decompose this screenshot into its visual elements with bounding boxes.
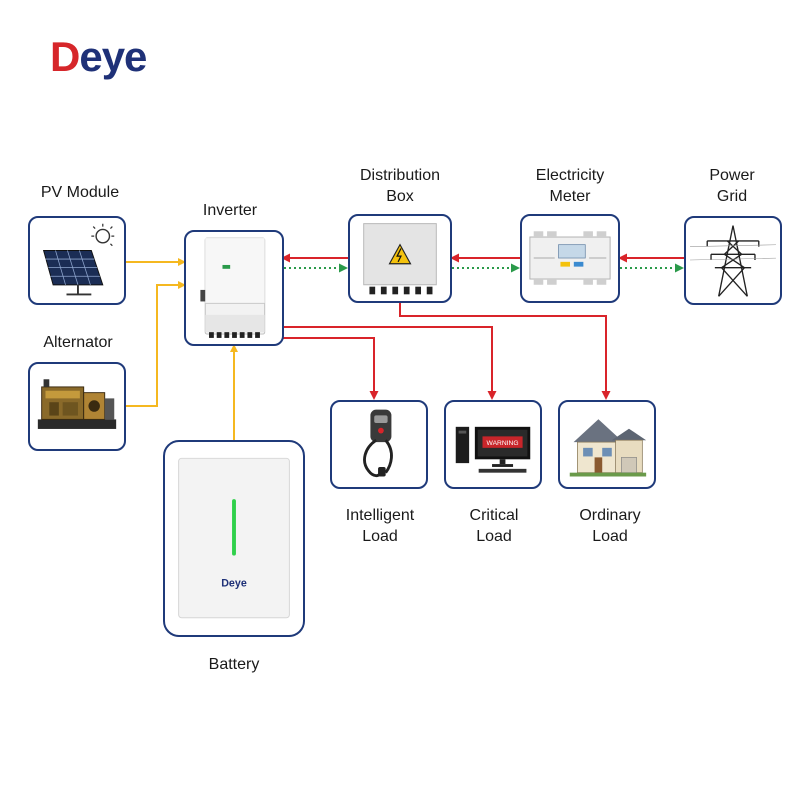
distribution-box [348,214,452,303]
battery-label: Battery [208,656,260,673]
computer-icon: WARNING [455,426,531,473]
intelligent-load-label: Intelligent Load [345,507,415,545]
alternator-to-inverter-line [126,281,186,407]
inverter-icon [200,237,266,338]
battery-box: Deye [163,440,305,637]
pv-module-box [28,216,126,305]
power-grid-label: Power Grid [709,167,755,205]
power-grid-box [684,216,782,305]
house-icon [569,419,647,477]
generator-icon [37,379,117,429]
ev-charger-icon [363,409,393,477]
inverter-to-critical-load-line [284,326,497,400]
distbox-to-ordinary-load-line [399,303,611,400]
ordinary-load-label: Ordinary Load [579,507,641,545]
monitor-warning-text: WARNING [487,440,519,447]
critical-load-box: WARNING [444,400,542,489]
solar-panel-icon [42,223,115,296]
deye-logo: Deye [50,33,147,80]
distribution-box-label: Distribution Box [359,167,441,205]
inverter-to-intelligent-load-line [276,337,379,400]
pv-module-label: PV Module [40,184,120,201]
energy-meter-icon [529,231,611,285]
electricity-meter-label: Electricity Meter [535,167,605,205]
ordinary-load-box [558,400,656,489]
electricity-meter-box [520,214,620,303]
alternator-box [28,362,126,451]
inverter-box [184,230,284,346]
logo-text: eye [79,33,147,80]
battery-pack-icon: Deye [178,457,290,619]
logo-initial: D [50,33,80,80]
battery-brand-text: Deye [221,578,247,590]
inverter-label: Inverter [202,202,258,219]
distribution-box-icon [363,223,437,295]
alternator-label: Alternator [43,334,113,351]
intelligent-load-box [330,400,428,489]
critical-load-label: Critical Load [469,507,519,545]
transmission-tower-icon [690,225,776,297]
